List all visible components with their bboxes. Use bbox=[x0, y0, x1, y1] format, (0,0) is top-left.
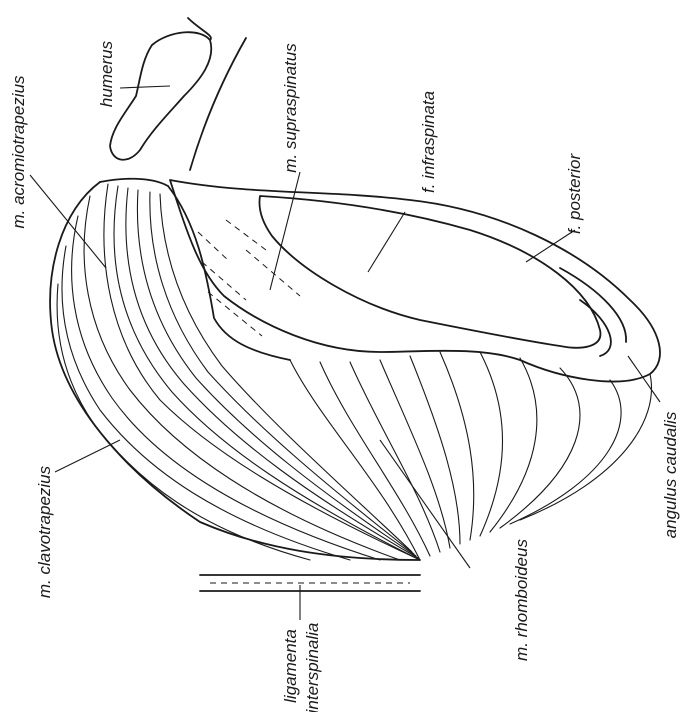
scapula-blade bbox=[170, 180, 660, 381]
label-posterior: f. posterior bbox=[565, 153, 584, 235]
label-supraspinatus: m. supraspinatus bbox=[281, 43, 300, 173]
humerus-bone bbox=[110, 18, 246, 170]
ligamenta-bar bbox=[200, 575, 420, 591]
supraspinatus-muscle bbox=[168, 186, 300, 360]
rhomboideus-fibers bbox=[290, 352, 651, 560]
label-acromiotrapezius: m. acromiotrapezius bbox=[9, 75, 28, 229]
label-interspinalia: interspinalia bbox=[303, 623, 322, 712]
trapezius-fibers bbox=[50, 179, 420, 560]
label-ligamenta: ligamenta bbox=[281, 629, 300, 703]
label-rhomboideus: m. rhomboideus bbox=[512, 539, 531, 661]
label-humerus: humerus bbox=[97, 40, 116, 107]
label-angulus-caudalis: angulus caudalis bbox=[661, 411, 680, 538]
label-clavotrapezius: m. clavotrapezius bbox=[35, 465, 54, 598]
label-infraspinata: f. infraspinata bbox=[419, 91, 438, 193]
